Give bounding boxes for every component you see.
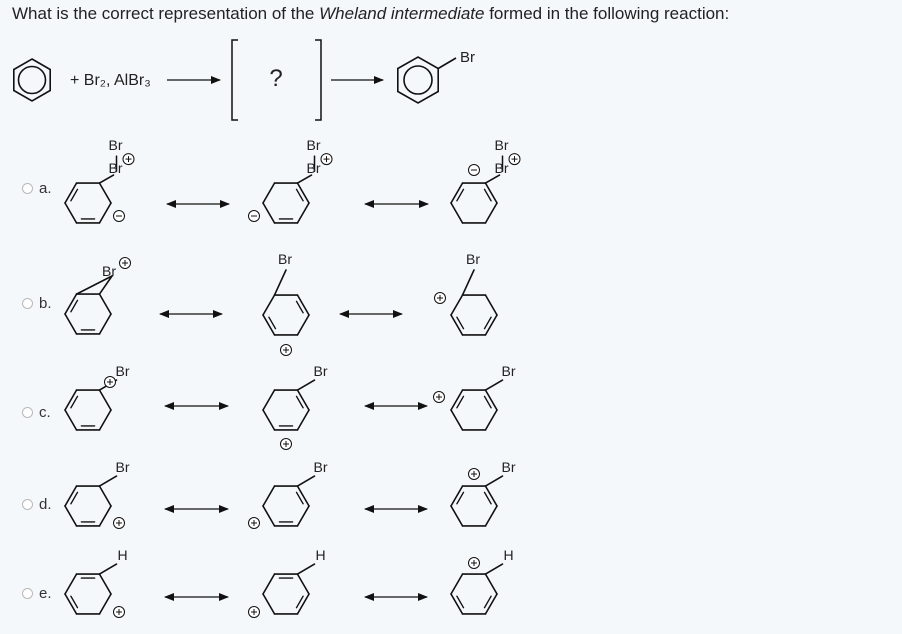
option-b-br-1: Br — [102, 263, 116, 279]
question-text: What is the correct representation of th… — [12, 4, 730, 23]
option-e-h-3: H — [504, 547, 514, 563]
option-b-plus-3 — [434, 292, 446, 304]
option-e-h-2: H — [316, 547, 326, 563]
option-e[interactable]: e. — [22, 582, 72, 604]
option-c-plus-3 — [433, 391, 445, 403]
option-a-plus-3 — [508, 153, 521, 166]
option-c-br-2: Br — [314, 363, 328, 379]
option-c-structure-1 — [64, 379, 118, 431]
option-b-structure-1 — [64, 275, 113, 335]
option-d-label: d. — [39, 495, 52, 513]
option-e-structure-2 — [262, 563, 316, 615]
option-a-minus-3 — [468, 164, 480, 176]
option-b-label: b. — [39, 294, 52, 312]
option-a-br-top-3: Br — [495, 137, 509, 153]
option-a-plus-1 — [122, 153, 135, 166]
option-a-br-3: Br — [495, 160, 509, 176]
option-d-structure-3 — [450, 475, 504, 527]
option-b-structure-2 — [262, 269, 310, 336]
option-c[interactable]: c. — [22, 401, 72, 423]
bracket-right — [315, 39, 322, 121]
bromobenzene-product — [396, 56, 457, 104]
option-d[interactable]: d. — [22, 493, 72, 515]
radio-e[interactable] — [22, 587, 33, 599]
question-emphasis: Wheland intermediate — [319, 4, 485, 23]
reagents-text: + Br₂, AlBr₃ — [70, 72, 151, 89]
option-b[interactable]: b. — [22, 292, 72, 314]
option-a-structure-2 — [262, 155, 316, 224]
bracket-left — [231, 39, 238, 121]
option-b-plus-1 — [119, 257, 131, 269]
option-d-br-3: Br — [502, 459, 516, 475]
option-e-plus-2 — [248, 606, 260, 618]
option-e-h-1: H — [118, 547, 128, 563]
option-a-label: a. — [39, 179, 52, 197]
radio-d[interactable] — [22, 498, 33, 510]
option-d-br-2: Br — [314, 459, 328, 475]
option-a[interactable]: a. — [22, 177, 72, 199]
option-a-br-2: Br — [307, 160, 321, 176]
unknown-intermediate: ? — [269, 65, 282, 92]
option-a-minus-1 — [113, 210, 125, 222]
option-a-plus-2 — [320, 153, 333, 166]
radio-c[interactable] — [22, 406, 33, 418]
option-e-structure-3 — [450, 563, 504, 615]
option-b-plus-2 — [280, 344, 292, 356]
option-b-structure-3 — [450, 269, 498, 336]
option-e-structure-1 — [64, 563, 118, 615]
option-d-br-1: Br — [116, 459, 130, 475]
option-c-structure-3 — [450, 379, 504, 431]
option-e-plus-3 — [468, 557, 480, 569]
option-d-structure-2 — [262, 475, 316, 527]
option-c-br-3: Br — [502, 363, 516, 379]
option-b-br-2: Br — [278, 251, 292, 267]
option-c-br-1: Br — [116, 363, 130, 379]
option-b-br-3: Br — [466, 251, 480, 267]
product-substituent: Br — [460, 49, 475, 66]
option-e-plus-1 — [113, 606, 125, 618]
option-c-label: c. — [39, 403, 51, 421]
option-d-plus-1 — [113, 517, 125, 529]
option-a-br-top-1: Br — [109, 137, 123, 153]
option-e-label: e. — [39, 584, 52, 602]
benzene-reactant — [13, 58, 52, 102]
option-a-structure-3 — [450, 155, 504, 224]
option-a-minus-2 — [248, 210, 260, 222]
option-c-structure-2 — [262, 379, 316, 431]
option-d-structure-1 — [64, 475, 118, 527]
option-d-plus-2 — [248, 517, 260, 529]
option-a-br-top-2: Br — [307, 137, 321, 153]
radio-b[interactable] — [22, 297, 33, 309]
option-d-plus-3 — [468, 468, 480, 480]
option-c-plus-1 — [104, 376, 116, 388]
option-a-structure-1 — [64, 155, 118, 224]
option-c-plus-2 — [280, 438, 292, 450]
option-a-br-1: Br — [109, 160, 123, 176]
radio-a[interactable] — [22, 182, 33, 194]
